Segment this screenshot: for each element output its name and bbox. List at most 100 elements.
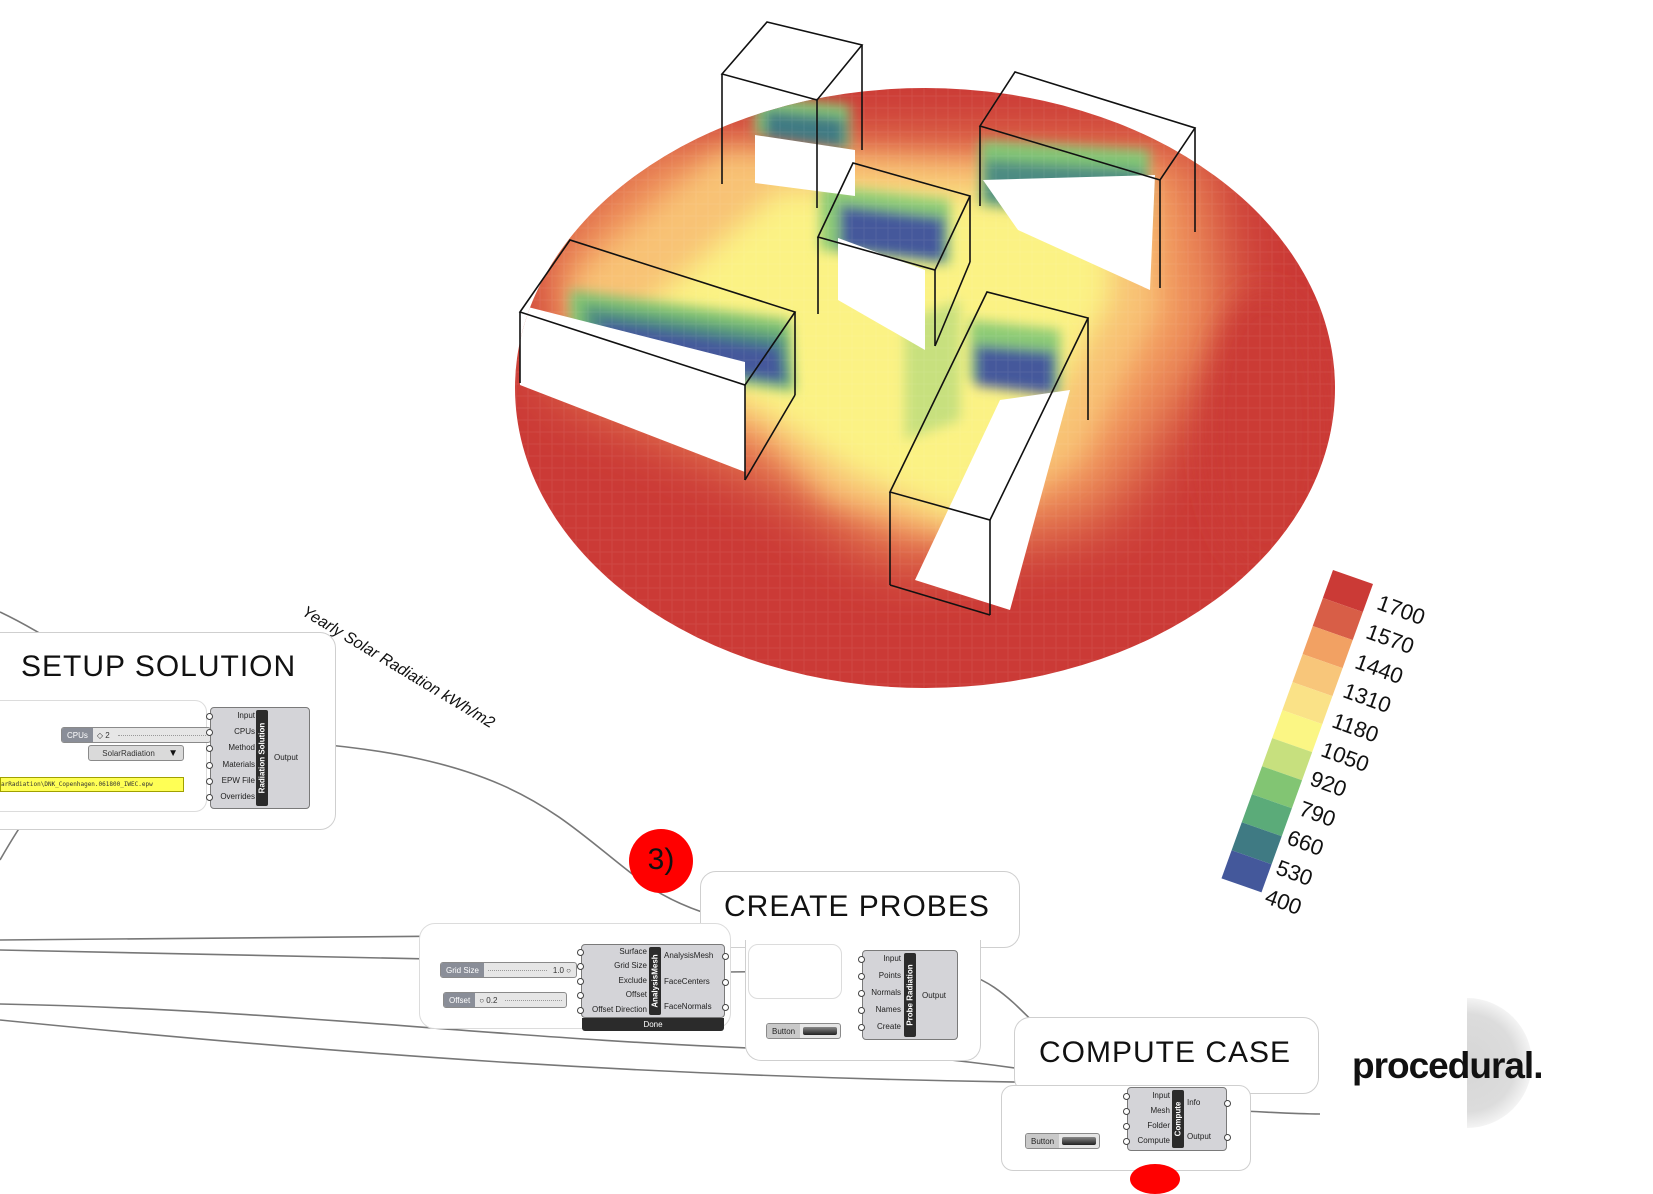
port-grid-size[interactable]: Grid Size [614,961,647,971]
port-surface[interactable]: Surface [619,947,647,956]
port-input[interactable]: Input [237,711,255,720]
port-output[interactable]: Output [274,753,299,762]
port-grip-icon[interactable] [577,992,584,1000]
port-overrides[interactable]: Overrides [220,792,255,801]
port-grip-icon[interactable] [722,1004,729,1011]
port-method[interactable]: Method [228,743,255,753]
group-create-probes[interactable] [700,871,1020,948]
port-grip-icon[interactable] [577,949,584,956]
slider-track[interactable] [117,734,206,736]
component-band: Compute [1172,1090,1184,1148]
port-grip-icon[interactable] [1123,1123,1130,1130]
button-label: Button [767,1024,801,1038]
port-output[interactable]: Output [1187,1132,1212,1141]
port-facenormals[interactable]: FaceNormals [664,1002,712,1011]
port-create[interactable]: Create [876,1022,901,1031]
button-face[interactable] [803,1027,837,1035]
create-button[interactable]: Button [766,1023,841,1039]
slider-track[interactable] [505,999,562,1001]
slider-value: ◇ 2 [96,730,110,740]
port-exclude[interactable]: Exclude [618,975,647,985]
slider-label: Offset [444,993,476,1007]
dropdown-value: SolarRadiation [102,748,155,758]
port-grip-icon[interactable] [858,973,865,980]
group-compute-case[interactable] [1014,1017,1319,1094]
compute-button[interactable]: Button [1025,1133,1100,1149]
port-grip-icon[interactable] [206,713,213,720]
port-points[interactable]: Points [878,971,901,980]
port-compute[interactable]: Compute [1137,1136,1170,1145]
port-grip-icon[interactable] [1123,1108,1130,1115]
port-output[interactable]: Output [922,991,947,1000]
port-grip-icon[interactable] [722,953,729,960]
slider-value: ○ 0.2 [479,995,498,1005]
component-name: Radiation Solution [257,722,267,794]
component-band: Radiation Solution [256,710,268,806]
group-title-create-probes: CREATE PROBES [724,890,990,923]
port-grip-icon[interactable] [858,990,865,997]
port-analysismesh[interactable]: AnalysisMesh [664,951,714,960]
port-normals[interactable]: Normals [871,988,901,997]
building-wireframes [518,21,1197,616]
component-name: Compute [1173,1101,1183,1137]
slider-track[interactable] [487,969,547,971]
procedural-logo: procedural. [1352,1045,1543,1086]
epw-file-panel[interactable]: arRadiation\DNK_Copenhagen.061800_IWEC.e… [0,777,184,792]
port-grip-icon[interactable] [577,977,584,985]
group-probes-inner [748,944,842,999]
port-facecenters[interactable]: FaceCenters [664,976,710,986]
grid-size-slider[interactable]: Grid Size 1.0 ○ [440,962,577,978]
component-name: Probe Radiation [905,964,915,1026]
component-name: AnalysisMesh [650,954,660,1008]
component-band: AnalysisMesh [649,947,661,1015]
port-grip-icon[interactable] [1123,1093,1130,1100]
port-grip-icon[interactable] [206,761,213,769]
port-names[interactable]: Names [875,1005,901,1014]
port-grip-icon[interactable] [206,794,213,801]
port-grip-icon[interactable] [722,978,729,986]
port-grip-icon[interactable] [858,956,865,963]
port-grip-icon[interactable] [1123,1138,1130,1145]
cpus-slider[interactable]: CPUs ◇ 2 [61,727,211,743]
port-grip-icon[interactable] [577,963,584,971]
port-grip-icon[interactable] [858,1024,865,1031]
component-band: Probe Radiation [904,953,916,1037]
offset-slider[interactable]: Offset ○ 0.2 [443,992,567,1008]
slider-label: CPUs [62,728,93,742]
port-info[interactable]: Info [1187,1098,1201,1107]
port-offset[interactable]: Offset [625,990,647,1000]
port-mesh[interactable]: Mesh [1150,1106,1170,1115]
port-materials[interactable]: Materials [222,759,255,769]
port-grip-icon[interactable] [206,745,213,753]
port-folder[interactable]: Folder [1147,1121,1170,1130]
port-grip-icon[interactable] [206,729,213,737]
port-grip-icon[interactable] [1224,1134,1231,1141]
status-bar: Done [582,1018,724,1031]
canvas-scene [0,21,1532,1135]
group-title-compute-case: COMPUTE CASE [1039,1036,1292,1069]
method-dropdown[interactable]: SolarRadiation ▼ [88,745,184,761]
port-epw-file[interactable]: EPW File [221,775,255,785]
port-grip-icon[interactable] [1224,1100,1231,1107]
logo-shade [1400,995,1532,1135]
group-title-setup-solution: SETUP SOLUTION [21,650,297,683]
port-cpus[interactable]: CPUs [234,727,255,737]
button-face[interactable] [1062,1137,1096,1145]
chevron-down-icon: ▼ [168,747,178,759]
port-grip-icon[interactable] [577,1006,584,1014]
slider-label: Grid Size [441,963,484,977]
epw-path: arRadiation\DNK_Copenhagen.061800_IWEC.e… [1,781,153,788]
step-badge: 3) [629,829,693,893]
port-input[interactable]: Input [883,954,901,963]
port-grip-icon[interactable] [206,777,213,785]
button-label: Button [1026,1134,1060,1148]
radiation-heatmap [515,88,1335,688]
slider-value: 1.0 ○ [552,965,571,975]
port-input[interactable]: Input [1152,1091,1170,1100]
port-offset-direction[interactable]: Offset Direction [592,1004,647,1014]
port-grip-icon[interactable] [858,1007,865,1014]
